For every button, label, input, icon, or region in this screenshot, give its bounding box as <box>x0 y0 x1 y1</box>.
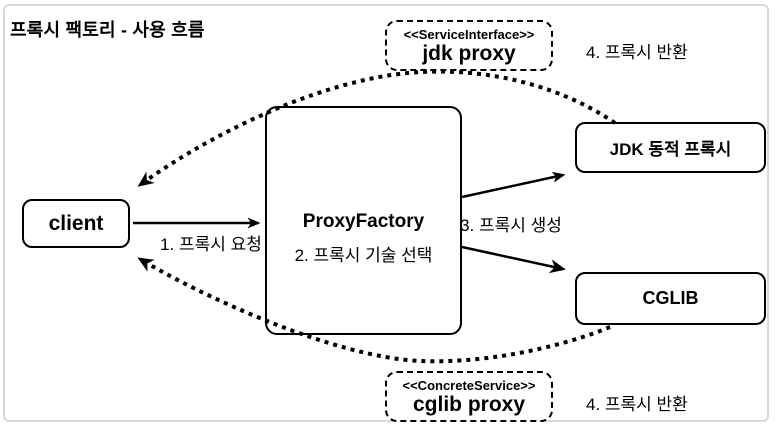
node-proxy-factory-label: ProxyFactory <box>302 211 425 232</box>
node-proxy-factory-step: 2. 프록시 기술 선택 <box>294 246 433 265</box>
note-cglib-proxy: <<ConcreteService>> cglib proxy <box>385 371 553 422</box>
edge-label-proxy-create: 3. 프록시 생성 <box>460 216 562 235</box>
note-cglib-proxy-stereotype: <<ConcreteService>> <box>402 377 536 393</box>
node-cglib-label: CGLIB <box>642 288 699 308</box>
note-jdk-proxy-label: jdk proxy <box>422 41 516 65</box>
edge-label-proxy-request: 1. 프록시 요청 <box>160 235 262 254</box>
node-jdk-label: JDK 동적 프록시 <box>609 140 732 159</box>
node-client: client <box>22 199 130 248</box>
node-client-label: client <box>48 211 104 235</box>
note-jdk-proxy-stereotype: <<ServiceInterface>> <box>403 26 535 42</box>
note-cglib-proxy-label: cglib proxy <box>412 392 526 416</box>
page-title: 프록시 팩토리 - 사용 흐름 <box>10 20 205 40</box>
edge-label-proxy-return-bottom: 4. 프록시 반환 <box>586 395 688 414</box>
note-jdk-proxy: <<ServiceInterface>> jdk proxy <box>385 20 553 71</box>
node-proxy-factory: ProxyFactory 2. 프록시 기술 선택 <box>265 106 462 335</box>
node-cglib: CGLIB <box>575 272 766 325</box>
node-jdk-dynamic-proxy: JDK 동적 프록시 <box>575 122 766 173</box>
edge-label-proxy-return-top: 4. 프록시 반환 <box>586 43 688 62</box>
